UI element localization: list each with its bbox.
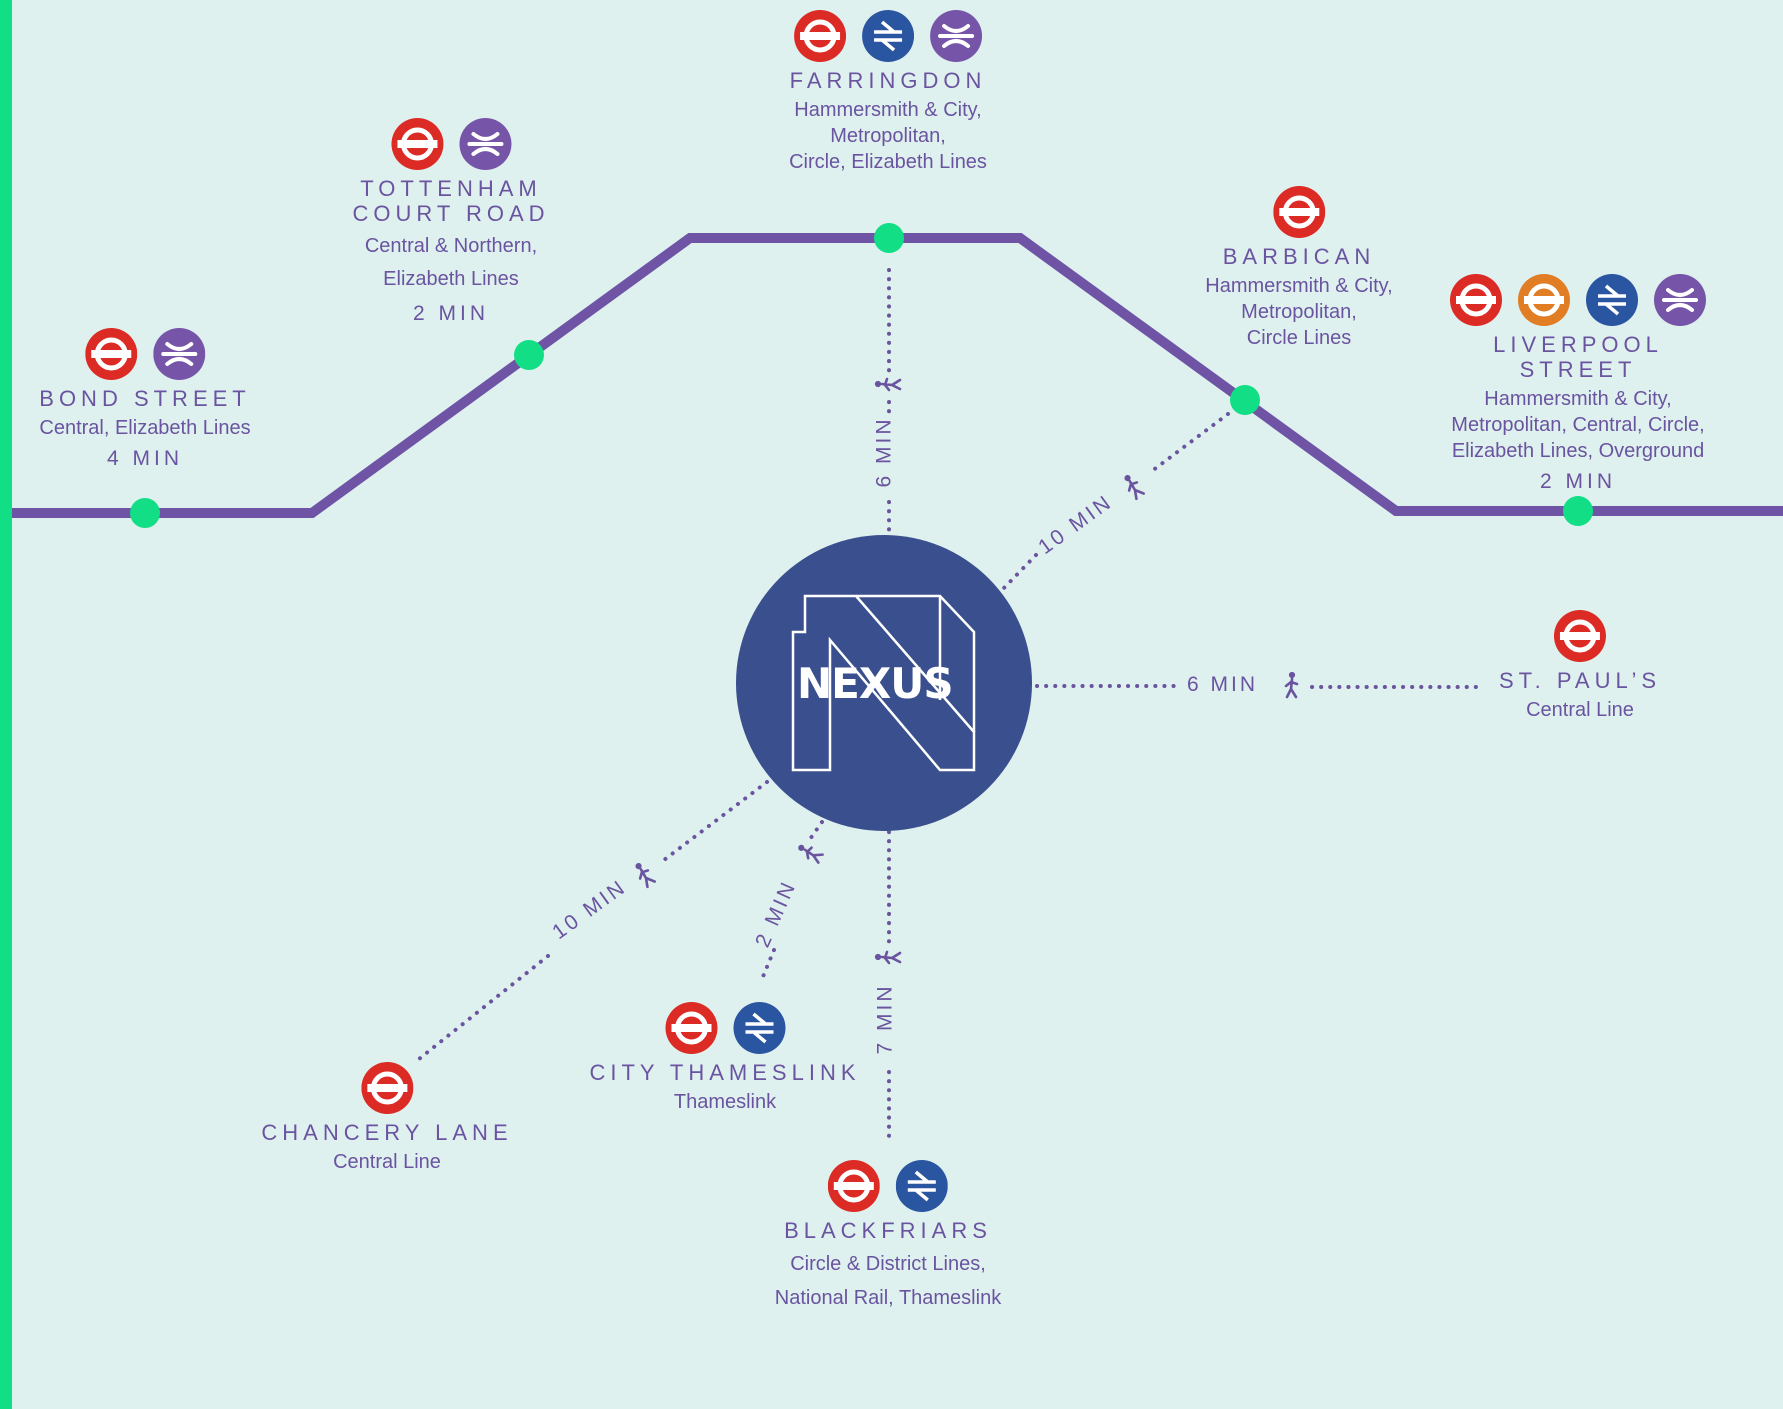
walk-path-barbican-lower	[1000, 553, 1038, 592]
underground-roundel-icon	[828, 1160, 880, 1212]
elizabeth-line-icon	[930, 10, 982, 62]
station-dot-liverpool-street	[1563, 496, 1593, 526]
station-icons	[794, 10, 982, 62]
station-st-pauls[interactable]: ST. PAUL’S Central Line	[1499, 610, 1661, 723]
station-chancery-lane[interactable]: CHANCERY LANE Central Line	[261, 1062, 512, 1175]
underground-roundel-icon	[361, 1062, 413, 1114]
station-walk-time: 2 MIN	[1539, 470, 1616, 493]
station-dot-farringdon	[874, 223, 904, 253]
walk-time-farringdon: 6 MIN	[872, 416, 896, 488]
walk-path-barbican	[1146, 412, 1230, 476]
walker-icon-st-pauls	[1284, 671, 1299, 699]
station-blackfriars[interactable]: BLACKFRIARS Circle & District Lines, Nat…	[775, 1160, 1001, 1315]
walk-path-city-thameslink-lower	[760, 948, 776, 981]
station-walk-time: 4 MIN	[106, 447, 183, 470]
underground-roundel-icon	[1450, 274, 1502, 326]
underground-roundel-icon	[794, 10, 846, 62]
station-lines: Circle & District Lines, National Rail, …	[774, 1253, 1002, 1309]
underground-roundel-icon	[1272, 186, 1325, 238]
station-name: BARBICAN	[1222, 244, 1376, 269]
elizabeth-line-icon	[1654, 274, 1706, 326]
station-lines: Hammersmith & City, Metropolitan, Centra…	[1451, 388, 1705, 462]
station-bond-street[interactable]: BOND STREET Central, Elizabeth Lines 4 M…	[39, 328, 251, 471]
station-dot-bond-street	[130, 498, 160, 528]
nexus-hub[interactable]	[736, 535, 1032, 831]
underground-roundel-icon	[391, 118, 443, 170]
station-walk-time: 2 MIN	[412, 302, 489, 325]
station-icons	[1554, 610, 1606, 662]
station-lines: Hammersmith & City, Metropolitan, Circle…	[1205, 275, 1393, 349]
underground-roundel-icon	[85, 328, 137, 380]
elizabeth-line-icon	[459, 118, 511, 170]
walk-time-blackfriars: 7 MIN	[873, 983, 897, 1055]
walk-path-chancery-lane-lower	[412, 954, 550, 1065]
walker-icon-barbican	[1119, 471, 1146, 501]
station-lines: Central Line	[333, 1151, 441, 1173]
station-icons	[361, 1062, 413, 1114]
walker-icon-chancery-lane	[630, 859, 657, 889]
walker-icon-blackfriars	[874, 950, 902, 965]
station-lines: Thameslink	[673, 1091, 777, 1113]
walker-icon-farringdon	[874, 377, 902, 392]
station-lines: Central, Elizabeth Lines	[39, 417, 251, 439]
elizabeth-line-icon	[153, 328, 205, 380]
station-lines: Hammersmith & City, Metropolitan, Circle…	[789, 99, 987, 173]
national-rail-icon	[1586, 274, 1638, 326]
station-name: LIVERPOOL STREET	[1493, 332, 1663, 382]
station-name: CITY THAMESLINK	[589, 1060, 861, 1085]
national-rail-icon	[896, 1160, 948, 1212]
station-barbican[interactable]: BARBICAN Hammersmith & City, Metropolita…	[1205, 186, 1393, 351]
walker-icon-city-thameslink	[794, 840, 825, 865]
station-lines: Central & Northern, Elizabeth Lines	[364, 235, 538, 290]
station-dot-tottenham-court-road	[514, 340, 544, 370]
left-accent-stripe	[0, 0, 12, 1409]
station-icons	[391, 118, 511, 170]
station-dot-barbican	[1230, 385, 1260, 415]
overground-roundel-icon	[1518, 274, 1570, 326]
station-name: FARRINGDON	[789, 68, 987, 93]
underground-roundel-icon	[1554, 610, 1606, 662]
walk-time-st-pauls: 6 MIN	[1187, 673, 1259, 696]
station-name: ST. PAUL’S	[1498, 668, 1662, 693]
station-city-thameslink[interactable]: CITY THAMESLINK Thameslink	[589, 1002, 860, 1115]
underground-roundel-icon	[664, 1002, 717, 1054]
station-name: CHANCERY LANE	[261, 1120, 513, 1145]
nexus-wordmark: NEXUS	[797, 659, 954, 708]
station-name: BOND STREET	[39, 386, 251, 411]
station-icons	[664, 1002, 785, 1054]
station-farringdon[interactable]: FARRINGDON Hammersmith & City, Metropoli…	[789, 10, 987, 175]
station-icons	[85, 328, 205, 380]
station-tottenham-court-road[interactable]: TOTTENHAM COURT ROAD Central & Northern,…	[352, 118, 549, 326]
station-icons	[1272, 186, 1325, 238]
national-rail-icon	[862, 10, 914, 62]
walk-path-chancery-lane	[662, 780, 769, 862]
station-name: TOTTENHAM COURT ROAD	[352, 176, 550, 226]
national-rail-icon	[732, 1002, 785, 1054]
station-icons	[828, 1160, 948, 1212]
station-lines: Central Line	[1526, 699, 1634, 721]
route-line	[12, 233, 1783, 518]
nexus-logo-icon	[791, 594, 976, 772]
walk-path-city-thameslink	[806, 820, 824, 844]
station-icons	[1450, 274, 1706, 326]
station-liverpool-street[interactable]: LIVERPOOL STREET Hammersmith & City, Met…	[1450, 274, 1706, 494]
station-name: BLACKFRIARS	[784, 1218, 992, 1243]
